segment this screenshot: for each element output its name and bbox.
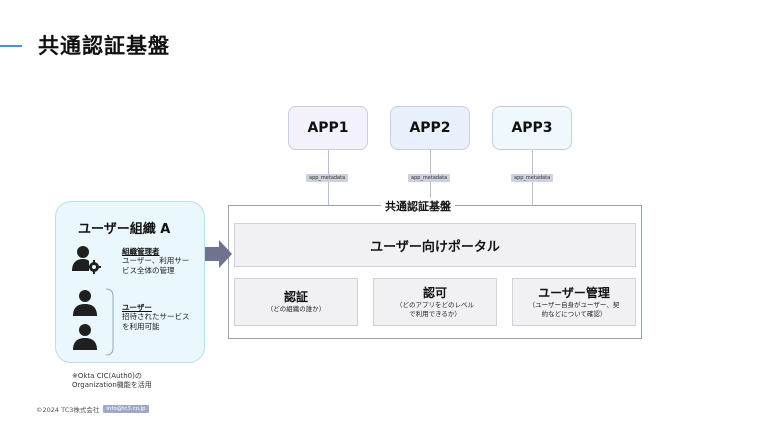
user-role-desc-line2: を利用可能 xyxy=(122,322,160,331)
app1-label: APP1 xyxy=(307,120,349,136)
org-admin-desc-line1: ユーザー、利用サー xyxy=(122,256,190,265)
user-management-card: ユーザー管理 （ユーザー自身がユーザー、契 約などについて確認） xyxy=(512,278,636,326)
footer-copyright: ©2024 TC3株式会社 xyxy=(36,406,100,414)
authorization-title: 認可 xyxy=(422,285,447,300)
authorization-desc-line1: （どのアプリをどのレベル xyxy=(396,300,474,309)
authorization-card: 認可 （どのアプリをどのレベル で利用できるか） xyxy=(373,278,497,326)
app3-metadata-tag: app_metadata xyxy=(511,174,554,182)
footer-email-link[interactable]: info@tc3.co.jp xyxy=(103,405,149,413)
user-icon xyxy=(73,324,97,350)
authentication-desc: （どの組織の誰か） xyxy=(266,305,326,313)
app1-box: APP1 xyxy=(288,106,368,150)
app2-label: APP2 xyxy=(409,120,451,136)
auth-platform-title: 共通認証基盤 xyxy=(381,198,455,214)
page-title: 共通認証基盤 xyxy=(38,34,170,58)
footer: ©2024 TC3株式会社 info@tc3.co.jp xyxy=(36,404,149,414)
user-role-title: ユーザー xyxy=(122,303,152,312)
app3-label: APP3 xyxy=(511,120,553,136)
authorization-desc-line2: で利用できるか） xyxy=(409,309,461,318)
users-bracket xyxy=(105,288,114,356)
app3-box: APP3 xyxy=(492,106,572,150)
org-admin-icon xyxy=(72,246,101,274)
user-portal-label: ユーザー向けポータル xyxy=(370,239,500,255)
user-org-title: ユーザー組織 A xyxy=(78,222,171,237)
user-icon xyxy=(73,290,97,316)
user-role-desc-line1: 招待されたサービス xyxy=(122,312,190,321)
okta-note-line1: ※Okta CIC(Auth0)の xyxy=(72,372,142,380)
user-management-title: ユーザー管理 xyxy=(538,285,610,300)
org-admin-title: 組織管理者 xyxy=(122,247,160,256)
app2-box: APP2 xyxy=(390,106,470,150)
org-admin-desc-line2: ビス全体の管理 xyxy=(122,266,175,275)
arrow-right-icon xyxy=(205,240,232,268)
okta-note: ※Okta CIC(Auth0)の Organization機能を活用 xyxy=(72,372,152,390)
title-accent-line xyxy=(0,45,22,47)
app1-metadata-tag: app_metadata xyxy=(306,174,349,182)
user-portal-box: ユーザー向けポータル xyxy=(234,223,636,267)
user-management-desc-line2: 約などについて確認） xyxy=(541,309,607,318)
authentication-card: 認証 （どの組織の誰か） xyxy=(234,278,358,326)
authentication-title: 認証 xyxy=(283,290,308,304)
app2-metadata-tag: app_metadata xyxy=(408,174,451,182)
okta-note-line2: Organization機能を活用 xyxy=(72,381,152,389)
user-org-box xyxy=(55,201,205,363)
user-management-desc-line1: （ユーザー自身がユーザー、契 xyxy=(528,300,620,309)
